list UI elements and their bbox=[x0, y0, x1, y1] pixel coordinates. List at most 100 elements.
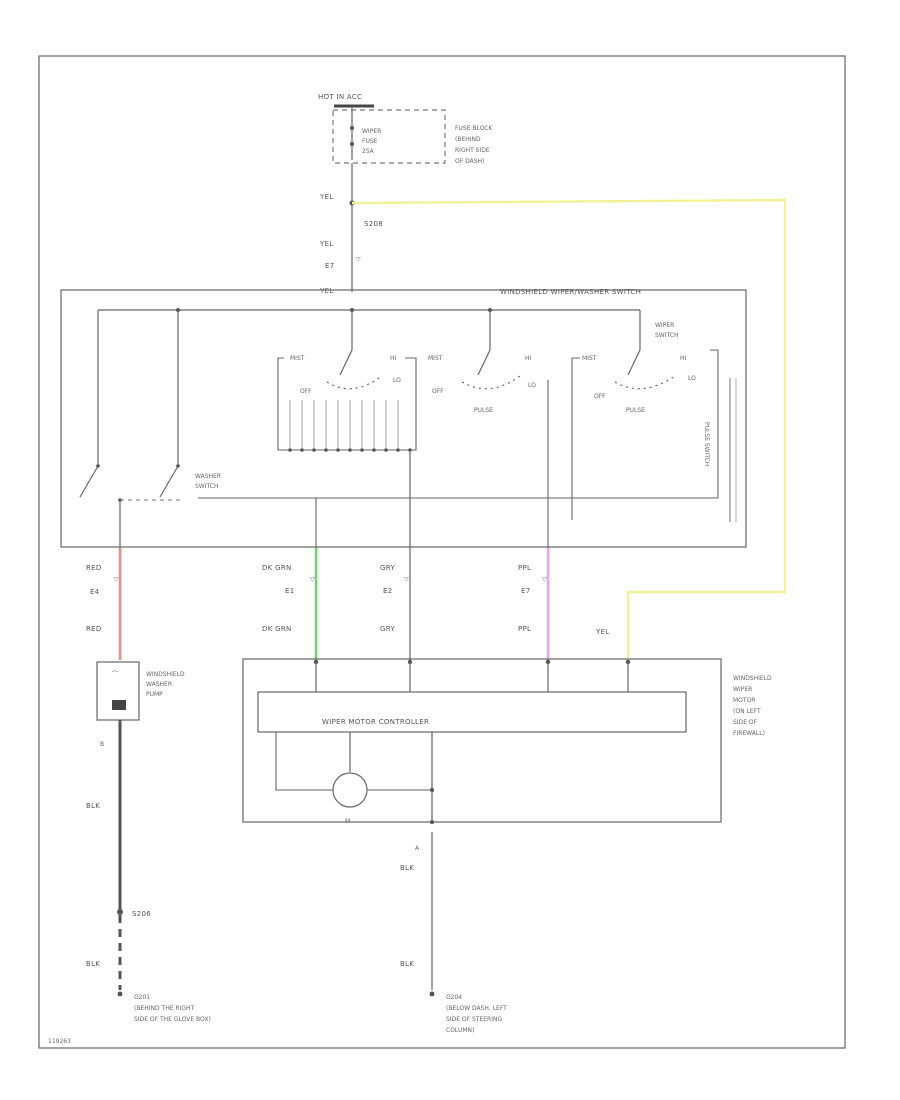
switch-1-enclosure bbox=[277, 357, 417, 451]
washer-pump-pin-b: B bbox=[100, 741, 104, 748]
ground-g201-dot bbox=[117, 991, 123, 997]
wiper-switch-label: WIPER SWITCH bbox=[655, 322, 679, 339]
switch-2-arm bbox=[477, 349, 491, 376]
blk-motor-label: BLK bbox=[400, 864, 414, 872]
fuse-node-bottom bbox=[350, 142, 354, 146]
fuse-location: FUSE BLOCK (BEHIND RIGHT SIDE OF DASH) bbox=[455, 125, 494, 165]
switch-1-off: OFF bbox=[300, 388, 312, 395]
red-top-label: RED bbox=[86, 564, 102, 572]
washer-pump-label: WINDSHIELD WASHER PUMP bbox=[146, 671, 187, 698]
ground-g201-line-3: SIDE OF THE GLOVE BOX) bbox=[134, 1016, 211, 1023]
wiper-motor-controller-label: WIPER MOTOR CONTROLLER bbox=[322, 718, 429, 726]
switch-2-hi: HI bbox=[525, 355, 532, 362]
gry-top-label: GRY bbox=[380, 564, 395, 572]
gry-conn-mark: ▽ bbox=[404, 576, 409, 583]
ground-g204-line-2: (BELOW DASH, LEFT bbox=[446, 1005, 507, 1012]
switch-1-arm bbox=[339, 349, 353, 376]
red-conn-label: E4 bbox=[90, 588, 100, 596]
pulse-switch-vertical: PULSE SWITCH bbox=[703, 422, 710, 466]
dkgrn-bot-label: DK GRN bbox=[262, 625, 292, 633]
washer-switch-label-line-1: WASHER bbox=[195, 473, 221, 480]
motor-symbol bbox=[332, 772, 368, 808]
contact-dot-8 bbox=[372, 448, 376, 452]
motor-symbol-label: M bbox=[345, 818, 350, 825]
switch-3-mist: MIST bbox=[582, 355, 597, 362]
switch-3-arc bbox=[614, 375, 676, 390]
washer-pump-box bbox=[96, 661, 140, 721]
washer-pump-label-line-3: PUMP bbox=[146, 691, 163, 698]
wiper-switch-label-line-2: SWITCH bbox=[655, 332, 679, 339]
yel-in-label: YEL bbox=[319, 287, 334, 295]
wiper-washer-switch-box bbox=[60, 289, 747, 548]
yel-wire-branch bbox=[351, 198, 787, 660]
ground-g201-line-1: G201 bbox=[134, 994, 150, 1001]
ppl-top-label: PPL bbox=[518, 564, 531, 572]
switch-title: WINDSHIELD WIPER/WASHER SWITCH bbox=[500, 288, 641, 296]
contact-dot-9 bbox=[384, 448, 388, 452]
blk-pump-label: BLK bbox=[86, 802, 100, 810]
diagram-id: 119263 bbox=[48, 1038, 71, 1045]
contact-dot-2 bbox=[300, 448, 304, 452]
ground-g204-line-1: G204 bbox=[446, 994, 462, 1001]
ppl-bot-label: PPL bbox=[518, 625, 531, 633]
motor-ground-node bbox=[430, 788, 434, 792]
switch-1-contact-dots bbox=[288, 448, 412, 452]
switch-3-lo: LO bbox=[688, 375, 696, 382]
ground-g204-line-4: COLUMN) bbox=[446, 1027, 474, 1034]
switch-1-arc bbox=[326, 375, 383, 390]
ground-g204-dot bbox=[429, 991, 435, 997]
blk-motor-low-label: BLK bbox=[400, 960, 414, 968]
ground-g201-line-2: (BEHIND THE RIGHT bbox=[134, 1005, 195, 1012]
washer-contact-right bbox=[159, 465, 179, 498]
switch-1-lo: LO bbox=[393, 377, 401, 384]
motor-pin-a: A bbox=[415, 845, 420, 852]
splice-s208-label: S208 bbox=[364, 220, 383, 228]
yel-top-label: YEL bbox=[319, 193, 334, 201]
wiper-switch-label-line-1: WIPER bbox=[655, 322, 674, 329]
motor-ground-pin bbox=[430, 820, 434, 824]
wiper-motor-location-line-3: MOTOR bbox=[733, 697, 755, 704]
fuse-name-line-3: 25A bbox=[362, 148, 375, 155]
blk-pump-low-label: BLK bbox=[86, 960, 100, 968]
motor-connector-pins bbox=[313, 659, 631, 665]
switch-return-wire bbox=[198, 349, 719, 499]
fuse-location-line-1: FUSE BLOCK bbox=[455, 125, 494, 132]
splice-s206-label: S206 bbox=[132, 910, 151, 918]
fuse-name: WIPER FUSE 25A bbox=[362, 128, 383, 155]
washer-pump-connector: ⌒ bbox=[112, 671, 118, 678]
switch-3-left-wire bbox=[571, 357, 580, 520]
splice-s206-dot bbox=[117, 909, 123, 915]
ppl-conn-label: E7 bbox=[521, 587, 530, 595]
wiper-motor-location-line-1: WINDSHIELD bbox=[733, 675, 772, 682]
fuse-name-line-1: WIPER bbox=[362, 128, 381, 135]
ground-g201-label: G201 (BEHIND THE RIGHT SIDE OF THE GLOVE… bbox=[134, 994, 211, 1023]
gry-bot-label: GRY bbox=[380, 625, 395, 633]
wiper-motor-location: WINDSHIELD WIPER MOTOR (ON LEFT SIDE OF … bbox=[733, 675, 774, 737]
dkgrn-conn-label: E1 bbox=[285, 587, 294, 595]
switch-1-hi: HI bbox=[390, 355, 397, 362]
contact-dot-7 bbox=[360, 448, 364, 452]
wiper-motor-location-line-2: WIPER bbox=[733, 686, 752, 693]
wiper-motor-location-line-4: (ON LEFT bbox=[733, 708, 761, 715]
dkgrn-top-label: DK GRN bbox=[262, 564, 292, 572]
outer-frame bbox=[38, 55, 846, 1049]
wiper-motor-location-line-6: FIREWALL) bbox=[733, 730, 765, 737]
washer-node-1 bbox=[96, 464, 100, 468]
switch-1-contact-bank bbox=[289, 400, 399, 448]
washer-pump-label-line-1: WINDSHIELD bbox=[146, 671, 185, 678]
contact-dot-4 bbox=[324, 448, 328, 452]
motor-left-wire bbox=[275, 732, 333, 791]
contact-dot-5 bbox=[336, 448, 340, 452]
wiper-motor-controller-box bbox=[257, 691, 687, 733]
contact-dot-1 bbox=[288, 448, 292, 452]
red-conn-mark: ▽ bbox=[114, 576, 119, 583]
dkgrn-conn-mark: ▽ bbox=[310, 576, 315, 583]
switch-2-off: OFF bbox=[432, 388, 444, 395]
fuse-supply-label: HOT IN ACC bbox=[318, 93, 362, 101]
yel-conn-mark: ▽ bbox=[356, 256, 361, 263]
washer-switch-label: WASHER SWITCH bbox=[195, 473, 223, 490]
fuse-location-line-3: RIGHT SIDE bbox=[455, 147, 490, 154]
washer-pump-label-line-2: WASHER bbox=[146, 681, 172, 688]
fuse-location-line-4: OF DASH) bbox=[455, 158, 484, 165]
ground-g204-line-3: SIDE OF STEERING bbox=[446, 1016, 502, 1023]
